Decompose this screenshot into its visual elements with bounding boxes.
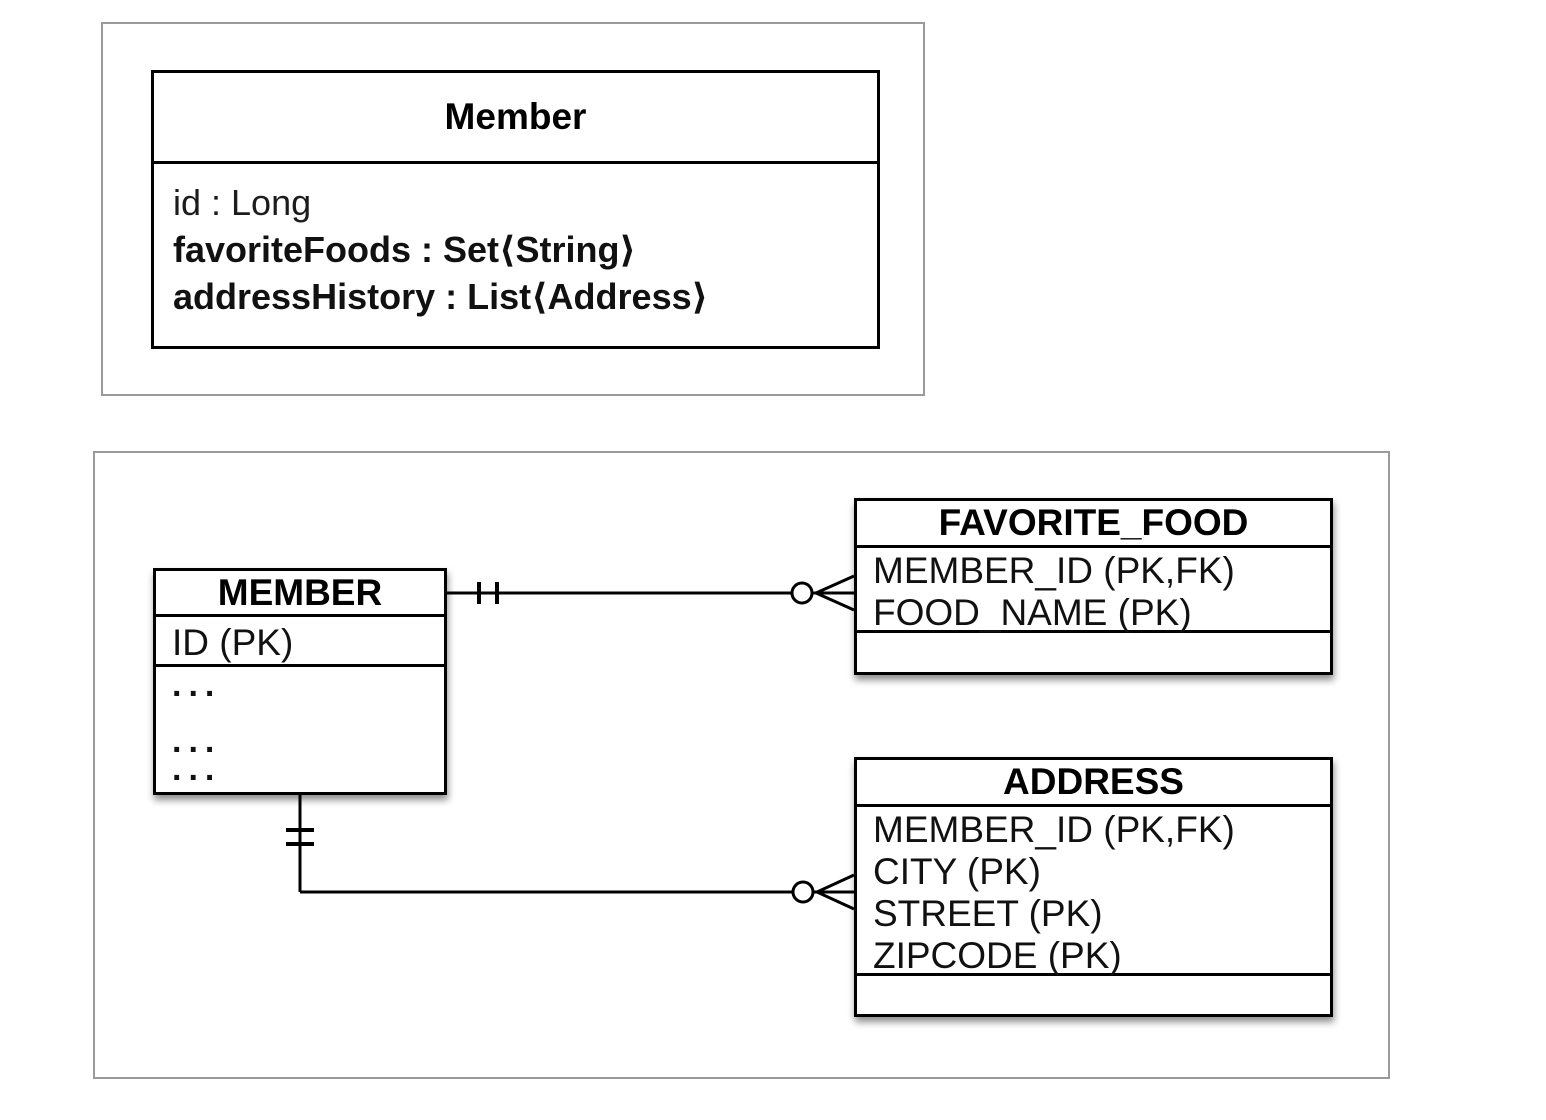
er-column-address-member-id: MEMBER_ID (PK,FK) bbox=[873, 809, 1235, 850]
er-table-address: ADDRESS MEMBER_ID (PK,FK) CITY (PK) STRE… bbox=[854, 757, 1333, 1017]
er-table-address-title: ADDRESS bbox=[857, 760, 1330, 807]
er-column-address-city: CITY (PK) bbox=[873, 851, 1041, 892]
uml-class-member: Member id : Long favoriteFoods : Set⟨Str… bbox=[151, 70, 880, 349]
uml-attribute-favorite-foods: favoriteFoods : Set⟨String⟩ bbox=[173, 229, 636, 270]
ellipsis-row: ... bbox=[172, 750, 222, 788]
er-table-member-ellipsis-section: ... ... ... bbox=[156, 666, 444, 788]
uml-class-title: Member bbox=[154, 73, 877, 164]
er-column-favorite-food-food-name: FOOD_NAME (PK) bbox=[873, 592, 1192, 633]
er-column-favorite-food-member-id: MEMBER_ID (PK,FK) bbox=[873, 550, 1235, 591]
er-table-favorite-food-title: FAVORITE_FOOD bbox=[857, 501, 1330, 548]
er-table-favorite-food-columns: MEMBER_ID (PK,FK) FOOD_NAME (PK) bbox=[857, 548, 1330, 633]
er-table-member: MEMBER ID (PK) ... ... ... bbox=[153, 568, 447, 795]
er-table-favorite-food: FAVORITE_FOOD MEMBER_ID (PK,FK) FOOD_NAM… bbox=[854, 498, 1333, 675]
uml-class-attribute-list: id : Long favoriteFoods : Set⟨String⟩ ad… bbox=[154, 164, 877, 320]
uml-attribute-id: id : Long bbox=[173, 182, 312, 223]
er-column-address-street: STREET (PK) bbox=[873, 893, 1103, 934]
er-column-member-id: ID (PK) bbox=[172, 622, 294, 663]
uml-attribute-address-history: addressHistory : List⟨Address⟩ bbox=[173, 276, 709, 317]
er-table-address-columns: MEMBER_ID (PK,FK) CITY (PK) STREET (PK) … bbox=[857, 807, 1330, 976]
ellipsis-row: ... bbox=[172, 666, 222, 704]
er-column-address-zipcode: ZIPCODE (PK) bbox=[873, 935, 1122, 976]
er-table-member-title: MEMBER bbox=[156, 571, 444, 617]
er-table-member-key-columns: ID (PK) bbox=[156, 617, 444, 667]
ellipsis-row: ... bbox=[172, 722, 222, 760]
